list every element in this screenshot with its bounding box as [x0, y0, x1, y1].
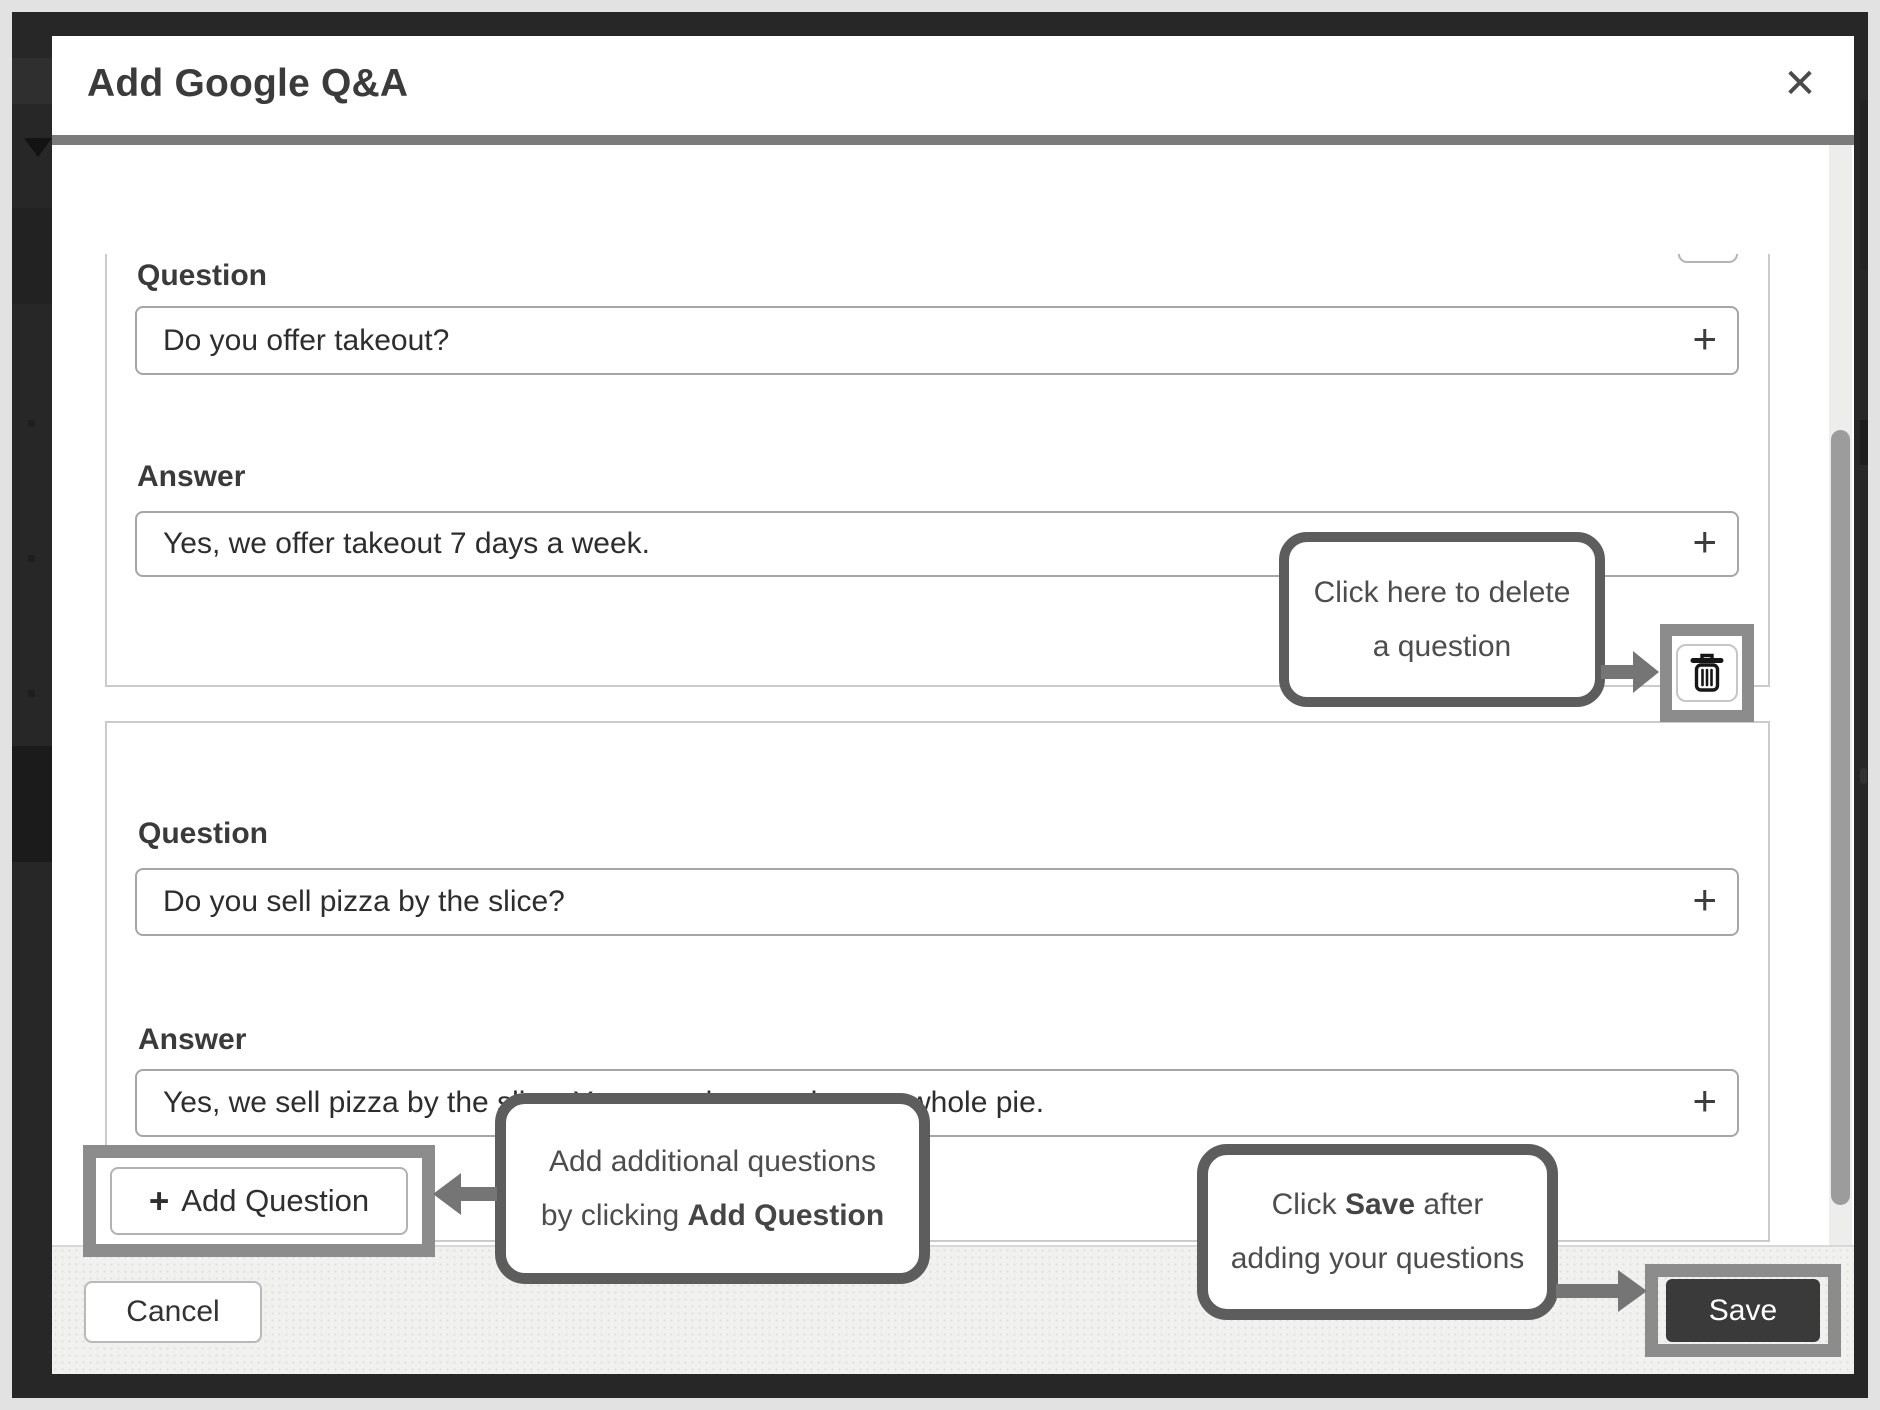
plus-icon[interactable]: +	[1692, 1077, 1717, 1124]
plus-icon[interactable]: +	[1692, 876, 1717, 923]
callout-line: a question	[1372, 629, 1512, 663]
plus-icon[interactable]: +	[1692, 518, 1717, 565]
background-dot	[28, 420, 35, 427]
question-value: Do you sell pizza by the slice?	[163, 885, 565, 918]
add-question-highlight: + Add Question	[83, 1145, 435, 1257]
question-value: Do you offer takeout?	[163, 323, 450, 357]
answer-label: Answer	[137, 460, 246, 493]
arrow-left-icon	[433, 1173, 497, 1215]
question-input[interactable]: Do you offer takeout? +	[135, 306, 1739, 375]
cancel-button[interactable]: Cancel	[84, 1281, 262, 1343]
question-input[interactable]: Do you sell pizza by the slice? +	[135, 868, 1739, 936]
background-band	[1860, 100, 1868, 270]
answer-label: Answer	[138, 1023, 247, 1056]
question-label: Question	[138, 817, 269, 850]
background-dot	[28, 555, 35, 562]
answer-value: Yes, we offer takeout 7 days a week.	[163, 527, 650, 560]
save-button[interactable]: Save	[1666, 1279, 1820, 1342]
background-block	[12, 746, 52, 862]
add-google-qa-modal: Add Google Q&A ✕ Question Do you offer t…	[52, 36, 1854, 1374]
plus-icon[interactable]: +	[1692, 314, 1717, 362]
trash-icon	[1690, 653, 1724, 692]
plus-icon: +	[148, 1181, 170, 1221]
add-question-button[interactable]: + Add Question	[110, 1167, 408, 1235]
close-icon[interactable]: ✕	[1783, 62, 1817, 106]
delete-question-button-partial[interactable]	[1678, 254, 1738, 263]
callout-delete-question: Click here to delete a question	[1279, 532, 1605, 707]
callout-line: by clicking Add Question	[540, 1198, 885, 1232]
callout-line: Click here to delete	[1313, 575, 1571, 609]
answer-input[interactable]: Yes, we sell pizza by the slice. You can…	[135, 1069, 1739, 1137]
background-band	[12, 58, 52, 104]
callout-line: Add additional questions	[549, 1144, 876, 1178]
header-divider	[52, 135, 1854, 145]
callout-line: adding your questions	[1230, 1242, 1525, 1275]
callout-add-question: Add additional questions by clicking Add…	[495, 1093, 930, 1284]
background-band	[12, 208, 52, 304]
delete-question-highlight	[1660, 624, 1754, 722]
callout-line: Click Save after	[1271, 1188, 1484, 1221]
add-question-label: Add Question	[181, 1183, 370, 1218]
callout-save: Click Save after adding your questions	[1197, 1144, 1558, 1320]
modal-header: Add Google Q&A ✕	[52, 36, 1854, 135]
modal-title: Add Google Q&A	[87, 62, 409, 105]
save-highlight: Save	[1645, 1264, 1841, 1357]
scrollbar-thumb[interactable]	[1831, 430, 1850, 1205]
arrow-right-icon	[1601, 651, 1659, 693]
background-band	[1860, 420, 1868, 465]
background-smudge	[1860, 768, 1867, 784]
background-caret-icon	[24, 138, 52, 157]
arrow-right-icon	[1556, 1270, 1647, 1312]
delete-question-button[interactable]	[1676, 644, 1738, 702]
question-label: Question	[137, 259, 268, 292]
background-dot	[28, 690, 35, 697]
